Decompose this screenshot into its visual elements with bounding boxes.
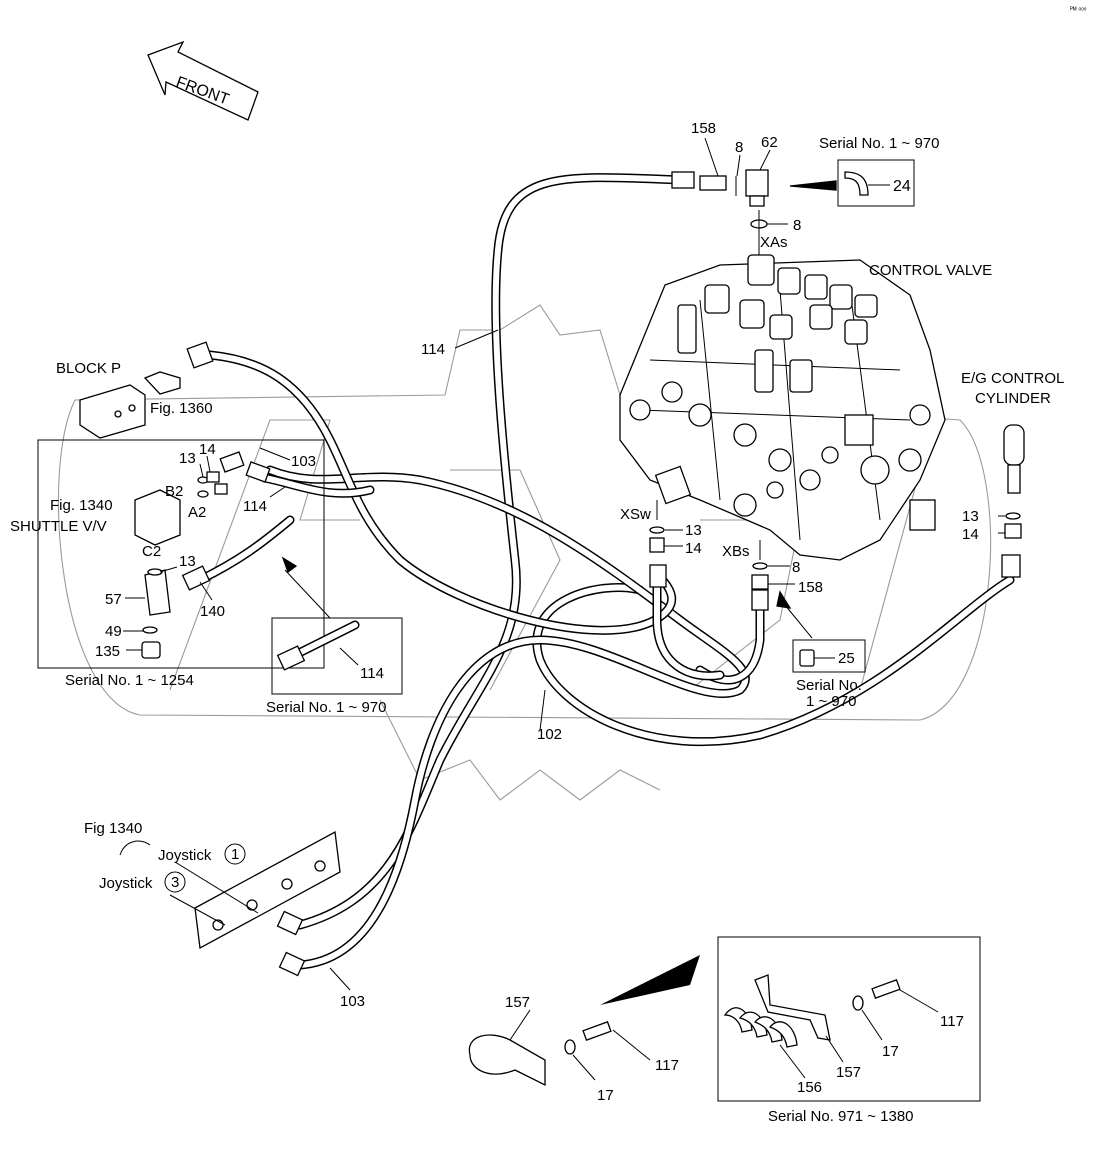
callout-14-xsw: 14 xyxy=(685,540,702,557)
port-a2: A2 xyxy=(188,504,206,521)
callout-158-top: 158 xyxy=(691,120,716,137)
eg-control-label: E/G CONTROL xyxy=(961,370,1064,387)
callout-135: 135 xyxy=(95,643,120,660)
corner-mark: ᴾᴹ ᵒᵒᵒ xyxy=(1070,7,1087,14)
callout-17-left: 17 xyxy=(597,1087,614,1104)
joystick-plate: Fig 1340 Joystick 1 Joystick 3 xyxy=(84,820,341,950)
inset-24: 24 Serial No. 1 ~ 970 xyxy=(819,135,940,207)
port-c2: C2 xyxy=(142,543,161,560)
callout-57: 57 xyxy=(105,591,122,608)
inset-114-serial: Serial No. 1 ~ 970 xyxy=(266,699,387,716)
clamp-inset-serial: Serial No. 971 ~ 1380 xyxy=(768,1108,914,1125)
callout-157-left: 157 xyxy=(505,994,530,1011)
callout-8-top: 8 xyxy=(735,139,743,156)
port-xsw: XSw xyxy=(620,506,651,523)
block-p-fig: Fig. 1360 xyxy=(150,400,213,417)
inset-25-serial-1: Serial No. xyxy=(796,677,862,694)
callout-140: 140 xyxy=(200,603,225,620)
callout-13-xsw: 13 xyxy=(685,522,702,539)
callout-8-xas: 8 xyxy=(793,217,801,234)
inset-24-serial: Serial No. 1 ~ 970 xyxy=(819,135,940,152)
port-xas: XAs xyxy=(760,234,788,251)
hose-fittings xyxy=(181,171,1021,977)
port-xbs: XBs xyxy=(722,543,750,560)
callout-158-xbs: 158 xyxy=(798,579,823,596)
pointer-arrow xyxy=(600,955,700,1005)
callout-114-mid: 114 xyxy=(243,498,267,515)
callout-62: 62 xyxy=(761,134,778,151)
shuttle-title: SHUTTLE V/V xyxy=(10,518,107,535)
clamp-left xyxy=(468,1009,651,1087)
port-fittings xyxy=(649,500,1022,590)
joystick-1-label: Joystick xyxy=(158,847,212,864)
top-fittings xyxy=(699,137,837,255)
joystick-3-num: 3 xyxy=(171,874,179,891)
inset-25-serial-2: 1 ~ 970 xyxy=(806,693,856,710)
callout-103-top: 103 xyxy=(291,453,316,470)
block-p: BLOCK P Fig. 1360 xyxy=(56,360,213,439)
control-valve-label: CONTROL VALVE xyxy=(869,262,992,279)
callout-117-right: 117 xyxy=(940,1013,964,1030)
inset-25: 25 Serial No. 1 ~ 970 xyxy=(776,590,866,710)
inset-114: 114 Serial No. 1 ~ 970 xyxy=(266,617,403,716)
callout-156: 156 xyxy=(797,1079,822,1096)
leader-lines xyxy=(123,329,1005,991)
control-valve-body xyxy=(619,254,946,561)
callout-14-shuttle: 14 xyxy=(199,441,216,458)
port-b2: B2 xyxy=(165,483,183,500)
callout-13-b: 13 xyxy=(179,553,196,570)
block-p-title: BLOCK P xyxy=(56,360,121,377)
inset-25-label: 25 xyxy=(838,650,855,667)
front-arrow: FRONT xyxy=(147,40,259,121)
hose-114-long xyxy=(295,173,685,930)
joystick-1-num: 1 xyxy=(231,846,239,863)
callout-102: 102 xyxy=(537,726,562,743)
callout-157-right: 157 xyxy=(836,1064,861,1081)
callout-14-eg: 14 xyxy=(962,526,979,543)
joystick-3-label: Joystick xyxy=(99,875,153,892)
callout-17-right: 17 xyxy=(882,1043,899,1060)
callout-13-eg: 13 xyxy=(962,508,979,525)
callout-114-top: 114 xyxy=(421,341,445,358)
callout-49: 49 xyxy=(105,623,122,640)
joystick-fig: Fig 1340 xyxy=(84,820,142,837)
clamp-inset: Serial No. 971 ~ 1380 xyxy=(717,936,981,1125)
shuttle-valve-box: Fig. 1340 SHUTTLE V/V B2 A2 C2 Serial No… xyxy=(10,439,325,689)
callout-103-bottom: 103 xyxy=(340,993,365,1010)
hoses xyxy=(195,173,1015,970)
eg-control-cylinder xyxy=(1003,424,1025,494)
hose-102 xyxy=(532,575,1015,747)
shuttle-serial: Serial No. 1 ~ 1254 xyxy=(65,672,194,689)
inset-24-label: 24 xyxy=(893,178,911,195)
callout-8-xbs: 8 xyxy=(792,559,800,576)
callout-117-left: 117 xyxy=(655,1057,679,1074)
inset-114-label: 114 xyxy=(360,665,384,682)
eg-cylinder-label: CYLINDER xyxy=(975,390,1051,407)
shuttle-fig: Fig. 1340 xyxy=(50,497,113,514)
callout-13-shuttle: 13 xyxy=(179,450,196,467)
